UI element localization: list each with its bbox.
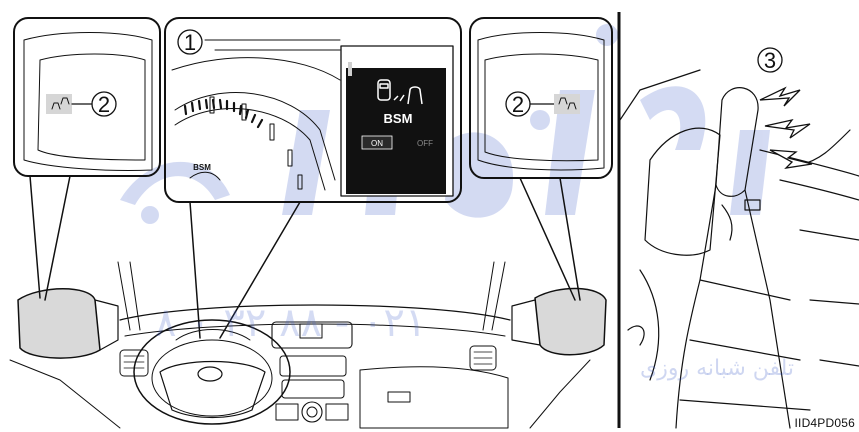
left-side-mirror — [18, 289, 100, 358]
dashboard-panel — [10, 18, 612, 428]
callout-number-3: 3 — [764, 48, 776, 73]
watermark-number: ۰۲۱ - ۸۸ ۳۲ ۰ ۸ — [155, 300, 426, 346]
callout-number-1: 1 — [184, 30, 196, 55]
callout-number-2-right: 2 — [512, 92, 524, 117]
off-option-label: OFF — [417, 139, 433, 148]
callout-number-2-left: 2 — [98, 92, 110, 117]
right-side-mirror — [535, 288, 606, 354]
buzzer-icon — [760, 88, 812, 168]
bsm-display-screen — [346, 68, 446, 194]
gauge-bsm-label: BSM — [193, 163, 211, 172]
bsm-screen-title: BSM — [384, 111, 413, 126]
left-mirror-closeup — [14, 18, 160, 176]
on-option-label: ON — [371, 139, 383, 148]
watermark-phone: تلفن شبانه روزی — [640, 356, 794, 381]
figure-code: IID4PD056 — [795, 416, 856, 430]
left-mirror-indicator — [46, 94, 72, 114]
